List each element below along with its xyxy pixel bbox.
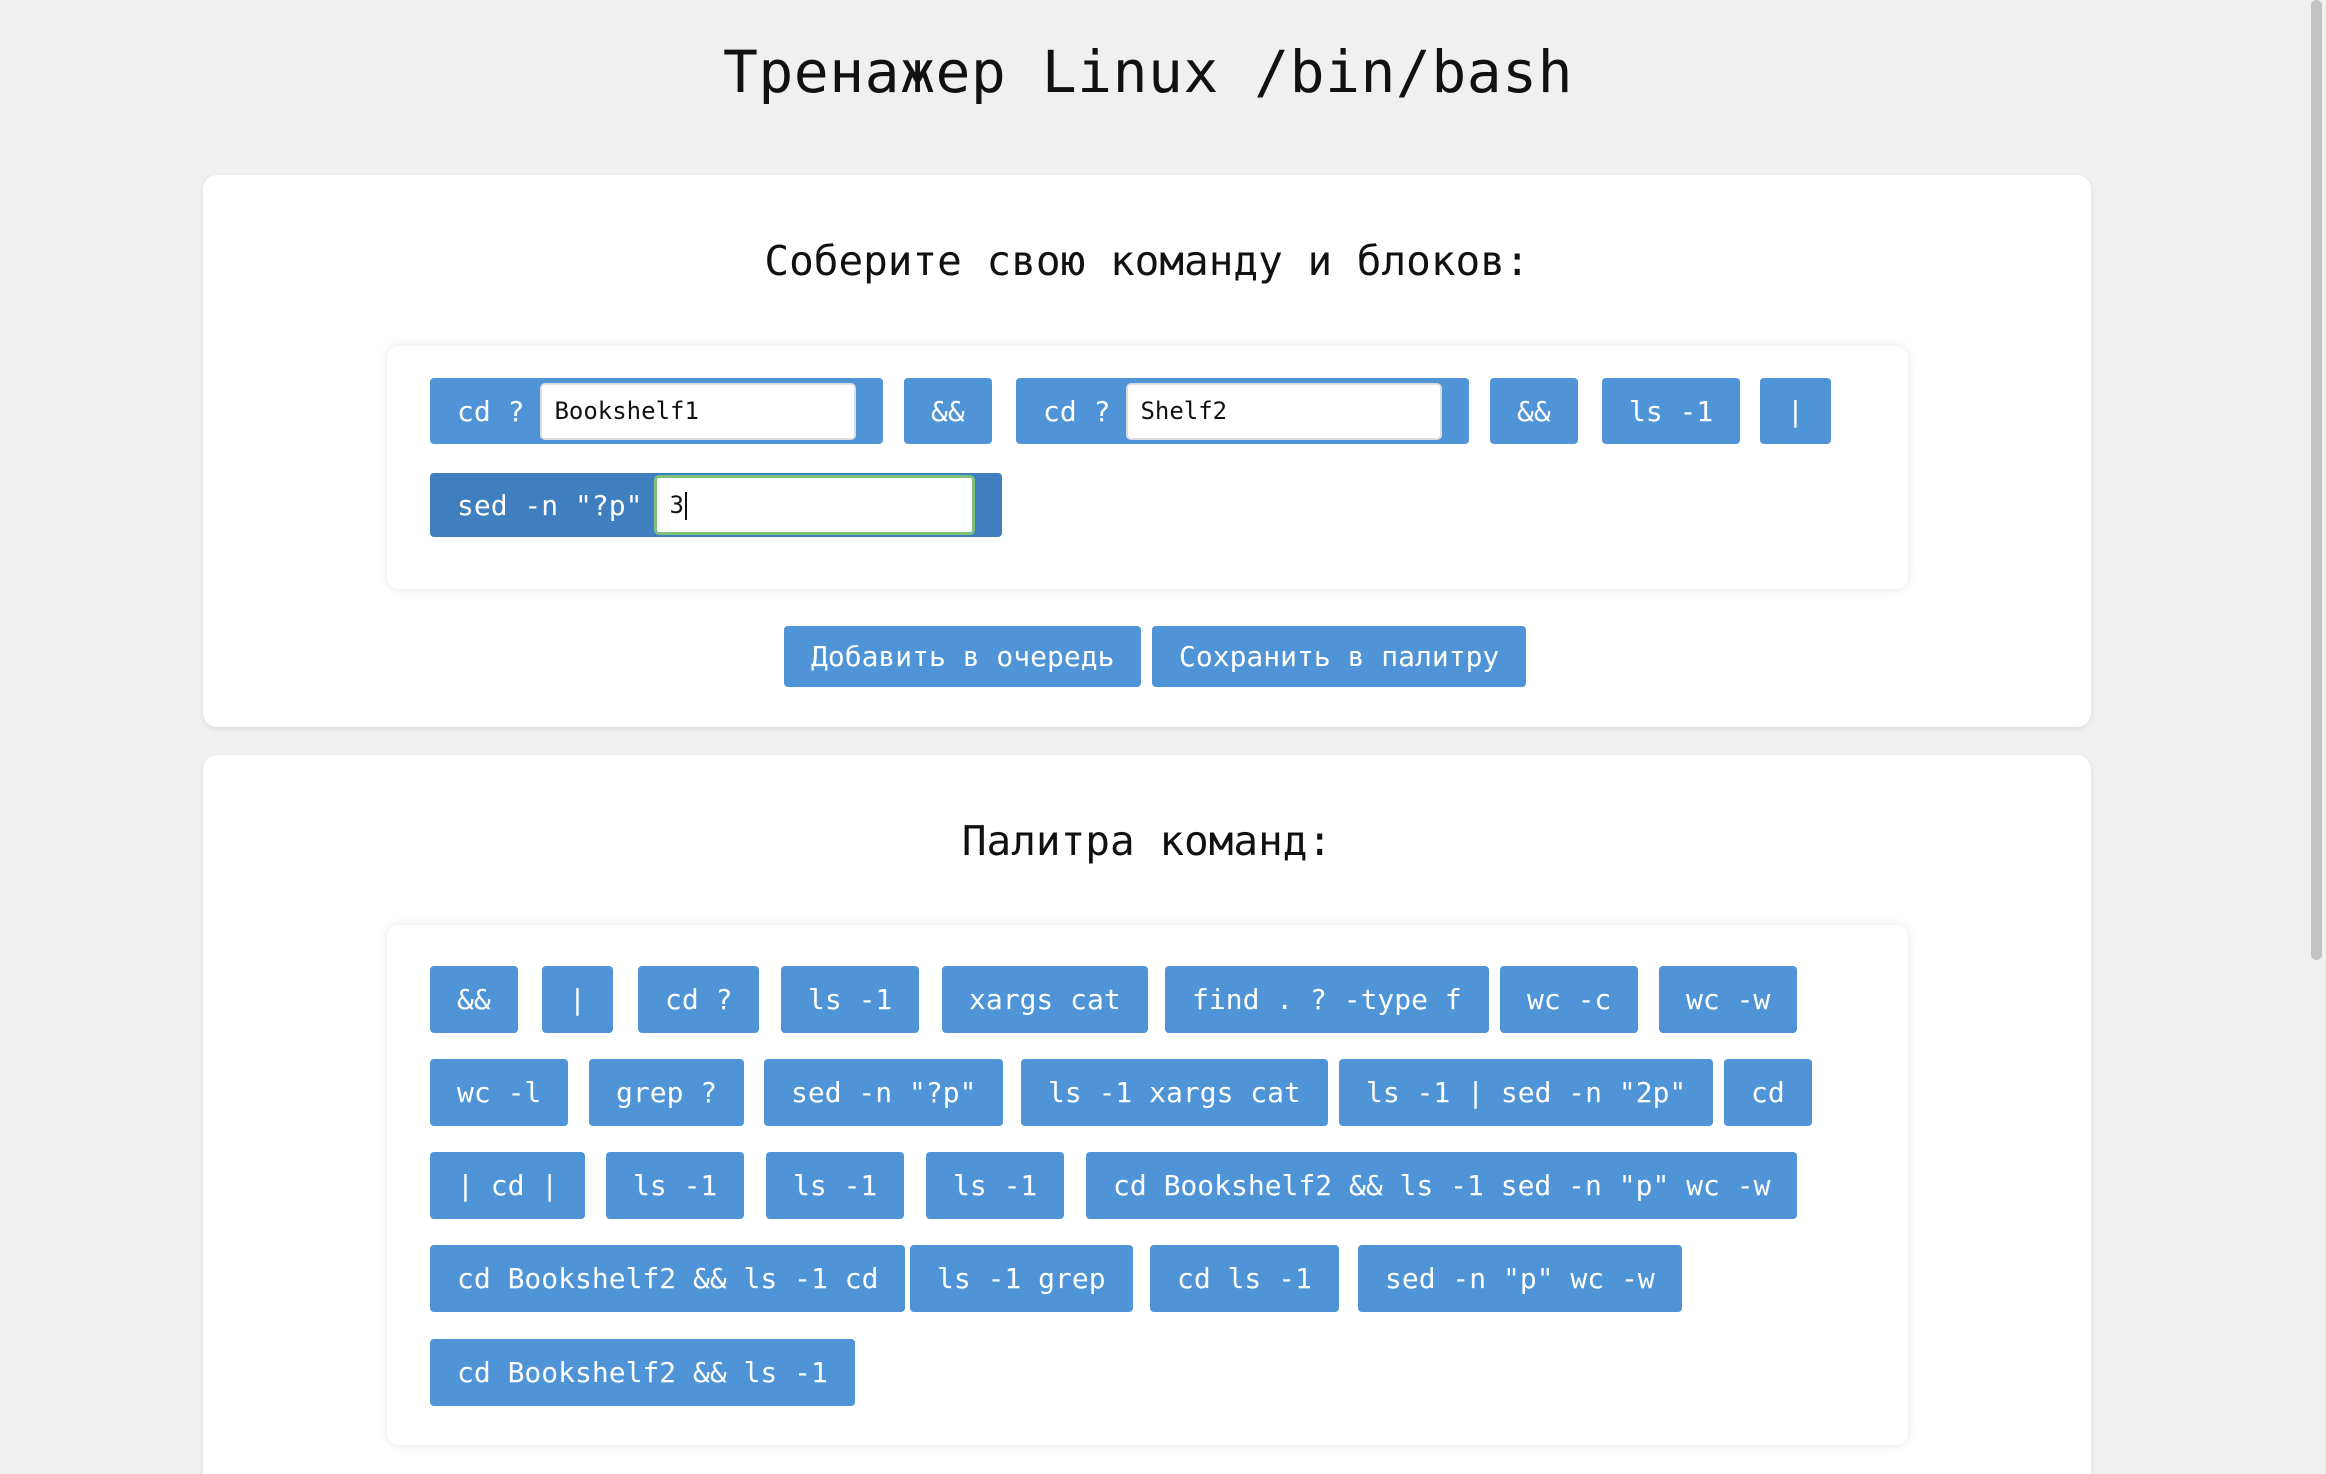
palette-item[interactable]: grep ? [589, 1059, 745, 1126]
palette-item[interactable]: ls -1 [766, 1152, 905, 1219]
builder-block-ls[interactable]: ls -1 [1602, 378, 1741, 444]
palette-item[interactable]: | cd | [430, 1152, 586, 1219]
palette-item[interactable]: ls -1 | sed -n "2p" [1339, 1059, 1714, 1126]
palette-item[interactable]: cd Bookshelf2 && ls -1 [430, 1339, 855, 1406]
palette-heading: Палитра команд: [961, 817, 1333, 865]
palette-item[interactable]: sed -n "p" wc -w [1358, 1245, 1682, 1312]
palette-item[interactable]: wc -c [1500, 966, 1639, 1033]
palette-item[interactable]: cd Bookshelf2 && ls -1 cd [430, 1245, 906, 1312]
palette-item[interactable]: | [542, 966, 613, 1033]
palette-area: && | cd ? ls -1 xargs cat find . ? -type… [387, 925, 1908, 1445]
palette-item[interactable]: ls -1 grep [910, 1245, 1133, 1312]
builder-block-cd[interactable]: cd ? Bookshelf1 [430, 378, 884, 444]
palette-item[interactable]: cd [1724, 1059, 1812, 1126]
builder-heading: Соберите свою команду и блоков: [764, 237, 1530, 285]
palette-item[interactable]: cd ls -1 [1150, 1245, 1339, 1312]
block-arg-input[interactable]: Bookshelf1 [540, 382, 857, 440]
block-label: sed -n "?p" [457, 488, 643, 522]
block-label: && [931, 394, 965, 428]
builder-panel: Соберите свою команду и блоков: cd ? Boo… [203, 175, 2091, 727]
palette-item[interactable]: ls -1 [606, 1152, 745, 1219]
add-to-queue-button[interactable]: Добавить в очередь [784, 626, 1142, 687]
palette-item[interactable]: find . ? -type f [1165, 966, 1489, 1033]
palette-item[interactable]: wc -w [1659, 966, 1798, 1033]
block-label: | [1787, 394, 1804, 428]
save-to-palette-button[interactable]: Сохранить в палитру [1152, 626, 1527, 687]
builder-block-sed[interactable]: sed -n "?p" 3 [430, 473, 1003, 537]
palette-item[interactable]: ls -1 [926, 1152, 1065, 1219]
palette-item[interactable]: wc -l [430, 1059, 569, 1126]
builder-dropzone[interactable]: cd ? Bookshelf1 && cd ? Shelf2 && ls -1 … [387, 346, 1908, 589]
builder-block-pipe[interactable]: | [1760, 378, 1831, 444]
builder-block-and[interactable]: && [1490, 378, 1578, 444]
block-label: ls -1 [1629, 394, 1714, 428]
palette-item[interactable]: cd Bookshelf2 && ls -1 sed -n "p" wc -w [1086, 1152, 1798, 1219]
palette-item[interactable]: sed -n "?p" [764, 1059, 1004, 1126]
palette-item[interactable]: && [430, 966, 518, 1033]
page-title: Тренажер Linux /bin/bash [722, 38, 1574, 106]
builder-block-and[interactable]: && [904, 378, 992, 444]
text-caret [684, 492, 687, 520]
palette-item[interactable]: ls -1 xargs cat [1021, 1059, 1328, 1126]
block-arg-input[interactable]: Shelf2 [1126, 382, 1443, 440]
block-label: cd ? [457, 394, 525, 428]
page-scrollbar[interactable] [2308, 0, 2326, 1474]
block-arg-input-active[interactable]: 3 [654, 475, 976, 535]
block-label: cd ? [1043, 394, 1111, 428]
palette-item[interactable]: xargs cat [942, 966, 1148, 1033]
block-label: && [1517, 394, 1551, 428]
palette-panel: Палитра команд: && | cd ? ls -1 xargs ca… [203, 755, 2091, 1474]
palette-item[interactable]: cd ? [638, 966, 760, 1033]
scrollbar-thumb[interactable] [2311, 0, 2322, 960]
builder-block-cd[interactable]: cd ? Shelf2 [1016, 378, 1470, 444]
block-arg-value: 3 [669, 491, 684, 519]
palette-item[interactable]: ls -1 [781, 966, 920, 1033]
